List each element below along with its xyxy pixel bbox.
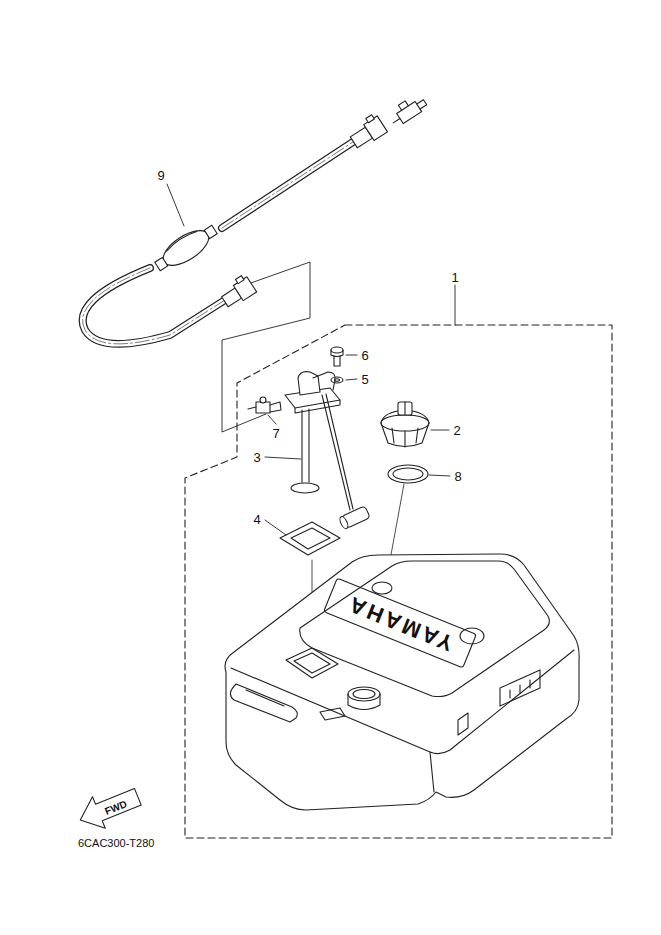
primer-bulb — [151, 219, 221, 276]
screw — [331, 347, 343, 366]
callout-number: 3 — [253, 451, 260, 464]
direction-label: FWD — [104, 799, 129, 817]
group-outline — [185, 325, 612, 838]
callout-number: 6 — [361, 349, 368, 362]
fuel-hose — [83, 136, 362, 344]
callout-number: 8 — [454, 470, 461, 483]
fuel-tank — [225, 554, 579, 810]
fuel-cap — [381, 402, 429, 447]
o-ring — [393, 468, 423, 480]
callout-number: 4 — [253, 513, 260, 526]
tank-fitting — [248, 397, 281, 413]
figure-code: 6CAC300-T280 — [78, 838, 154, 849]
brand-mark: YAMAHA — [344, 592, 457, 655]
hose-connector — [218, 273, 257, 309]
o-ring — [388, 465, 428, 483]
leader-line — [167, 184, 455, 535]
callout-number: 5 — [361, 373, 368, 386]
washer — [335, 379, 340, 381]
callout-number: 2 — [453, 424, 460, 437]
hose-connector — [346, 113, 387, 151]
fuel-pickup — [285, 372, 370, 530]
engine-fitting — [387, 92, 429, 128]
callout-number: 1 — [451, 271, 458, 284]
washer — [331, 377, 343, 383]
callout-number: 9 — [157, 169, 164, 182]
callout-number: 7 — [272, 427, 279, 440]
direction-arrow — [74, 781, 144, 836]
gasket — [280, 522, 340, 555]
